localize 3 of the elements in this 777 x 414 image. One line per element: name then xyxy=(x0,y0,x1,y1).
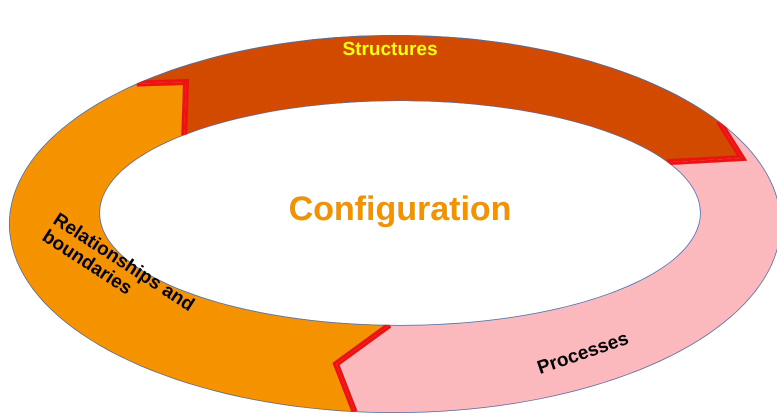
ring-segment xyxy=(136,35,742,162)
segment-label: Structures xyxy=(341,40,439,60)
center-title: Configuration xyxy=(288,190,512,229)
